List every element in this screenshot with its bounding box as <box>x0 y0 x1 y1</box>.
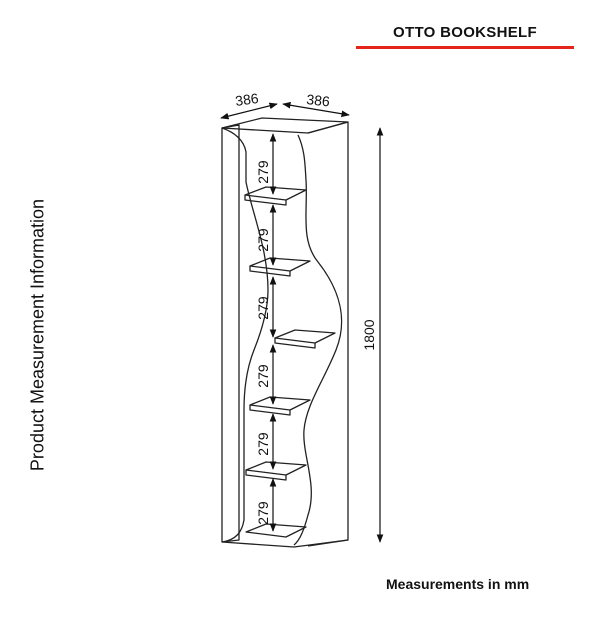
shelf-2 <box>249 257 311 272</box>
top-board <box>221 117 349 134</box>
product-title: OTTO BOOKSHELF <box>393 24 537 41</box>
shelf-4 <box>249 396 311 411</box>
title-underline <box>356 46 574 49</box>
spacing-label-4: 279 <box>255 364 271 388</box>
spacing-label-6: 279 <box>255 501 271 525</box>
back-panel <box>307 121 349 547</box>
shelf-3 <box>274 329 336 344</box>
shelf-1-front <box>244 195 287 206</box>
left-panel-edge <box>221 127 269 543</box>
depth-left-label: 386 <box>234 90 260 109</box>
spacing-label-3: 279 <box>255 296 271 320</box>
shelf-6 <box>245 523 307 538</box>
units-note: Measurements in mm <box>386 576 530 592</box>
depth-right-arrow <box>282 101 350 118</box>
shelf-3-front <box>274 338 316 349</box>
depth-right-label: 386 <box>306 91 331 109</box>
depth-left-arrow <box>220 102 278 120</box>
spacing-label-5: 279 <box>255 432 271 456</box>
height-label: 1800 <box>361 319 377 350</box>
shelf-2-front <box>249 266 291 277</box>
spacing-label-1: 279 <box>255 160 271 184</box>
shelf-5-front <box>245 470 287 481</box>
left-panel <box>221 124 240 543</box>
spacing-label-2: 279 <box>255 228 271 252</box>
right-panel-curve <box>293 134 343 546</box>
shelf-4-front <box>249 405 291 416</box>
shelf-1 <box>244 186 307 201</box>
shelf-5 <box>245 461 307 476</box>
bottom-board <box>221 539 349 548</box>
